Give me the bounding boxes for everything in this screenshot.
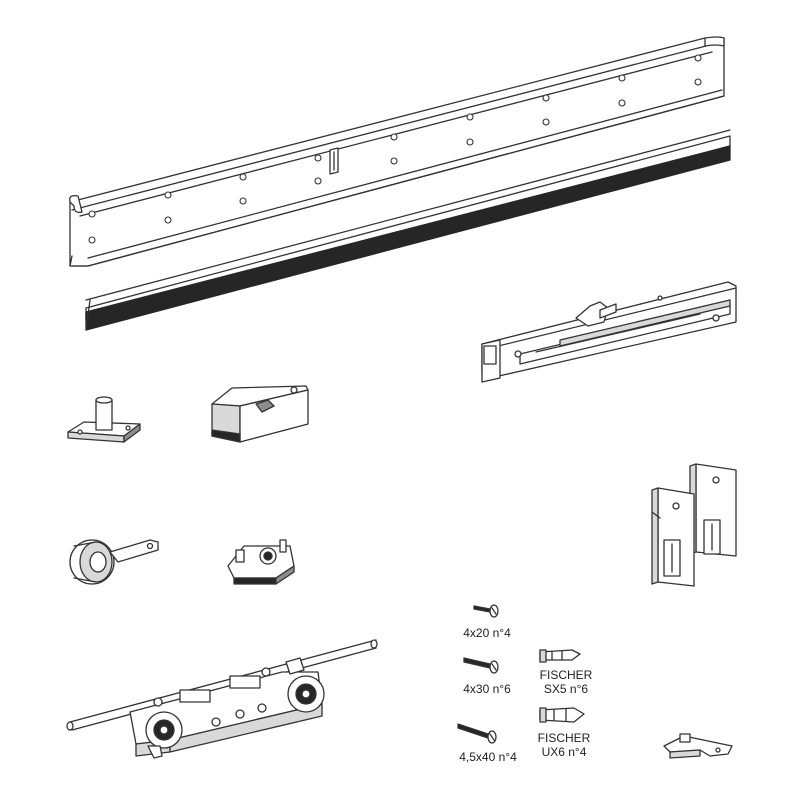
screw-4x20-label: 4x20 n°4 [463, 626, 511, 640]
activator-bracket-icon [663, 733, 733, 759]
screw-4-5x40-icon [457, 723, 497, 744]
soft-close-damper-icon [481, 281, 737, 383]
plug-ux6-brand: FISCHER [537, 731, 591, 745]
roller-trolley-icon [66, 639, 378, 759]
screw-4x30-icon [463, 657, 499, 674]
plug-fischer-sx5-label: FISCHER SX5 n°6 [526, 668, 606, 696]
plug-sx5-brand: FISCHER [539, 668, 593, 682]
end-stop-block-icon [211, 385, 309, 443]
screw-4x20-icon [473, 604, 499, 618]
plug-fischer-ux6-icon [539, 707, 585, 723]
floor-guide-pin-icon [67, 396, 141, 443]
guide-wheel-bracket-icon [69, 539, 159, 585]
plug-ux6-size: UX6 n°4 [541, 745, 587, 759]
brush-seal-strip-icon [85, 129, 731, 331]
plug-fischer-sx5-icon [539, 649, 581, 663]
screw-4x30-label: 4x30 n°6 [463, 682, 511, 696]
screw-4-5x40-label: 4,5x40 n°4 [459, 750, 517, 764]
glass-clamp-plates-icon [651, 463, 737, 587]
top-rail-icon [69, 36, 725, 267]
plug-sx5-size: SX5 n°6 [543, 682, 589, 696]
plug-fischer-ux6-label: FISCHER UX6 n°4 [524, 731, 604, 759]
stopper-clip-icon [227, 539, 295, 585]
